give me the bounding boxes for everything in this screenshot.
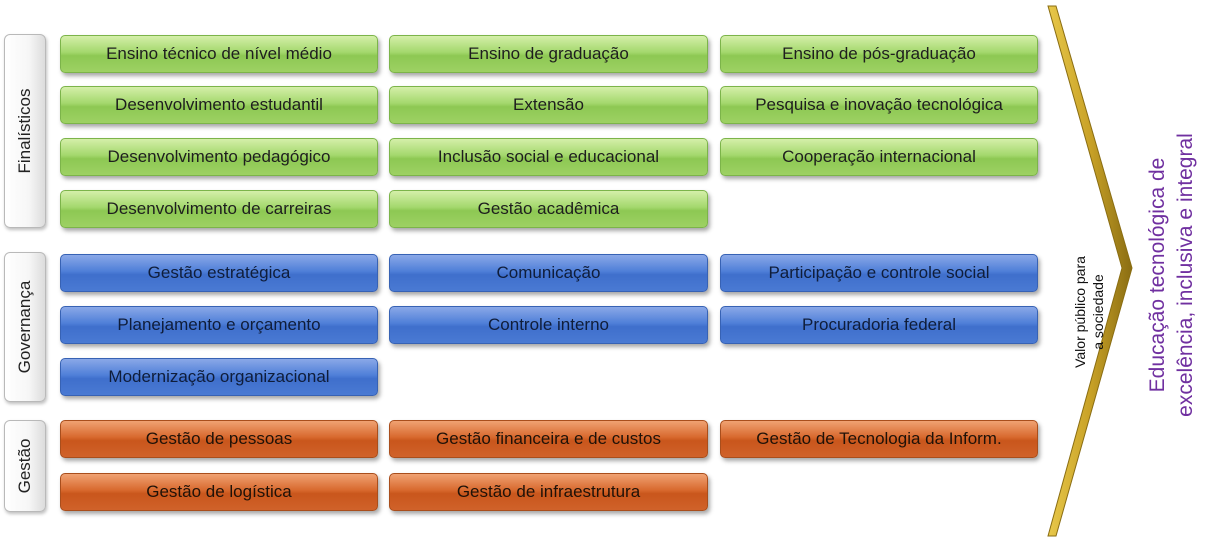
group-label-governanca: Governança <box>4 252 46 402</box>
chevron-arrow-icon <box>1047 5 1133 537</box>
process-box-extensao: Extensão <box>389 86 708 124</box>
process-box-gestao-ti: Gestão de Tecnologia da Inform. <box>720 420 1038 458</box>
process-box-ensino-pos-graduacao: Ensino de pós-graduação <box>720 35 1038 73</box>
valor-publico-line2: a sociedade <box>1090 274 1106 350</box>
process-box-pesquisa-inovacao: Pesquisa e inovação tecnológica <box>720 86 1038 124</box>
group-label-gestao: Gestão <box>4 420 46 512</box>
outcome-label: Educação tecnológica de excelência, incl… <box>1140 95 1204 455</box>
process-box-desenvolvimento-estudantil: Desenvolvimento estudantil <box>60 86 378 124</box>
group-label-gestao-text: Gestão <box>15 438 34 494</box>
process-box-procuradoria-federal: Procuradoria federal <box>720 306 1038 344</box>
outcome-line1: Educação tecnológica de <box>1146 157 1169 393</box>
outcome-line2: excelência, inclusiva e integral <box>1174 133 1197 417</box>
process-box-gestao-financeira: Gestão financeira e de custos <box>389 420 708 458</box>
process-box-cooperacao-internacional: Cooperação internacional <box>720 138 1038 176</box>
process-box-desenvolvimento-carreiras: Desenvolvimento de carreiras <box>60 190 378 228</box>
process-box-planejamento-orcamento: Planejamento e orçamento <box>60 306 378 344</box>
process-box-comunicacao: Comunicação <box>389 254 708 292</box>
process-box-desenvolvimento-pedagogico: Desenvolvimento pedagógico <box>60 138 378 176</box>
valor-publico-label: Valor público para a sociedade <box>1072 192 1106 432</box>
process-box-gestao-pessoas: Gestão de pessoas <box>60 420 378 458</box>
process-box-participacao-controle-social: Participação e controle social <box>720 254 1038 292</box>
process-box-ensino-tecnico: Ensino técnico de nível médio <box>60 35 378 73</box>
process-box-ensino-graduacao: Ensino de graduação <box>389 35 708 73</box>
process-box-gestao-academica: Gestão acadêmica <box>389 190 708 228</box>
group-label-governanca-text: Governança <box>15 280 34 374</box>
process-box-modernizacao-organizacional: Modernização organizacional <box>60 358 378 396</box>
group-label-finalisticos: Finalísticos <box>4 34 46 228</box>
valor-publico-line1: Valor público para <box>1072 256 1088 368</box>
group-label-finalisticos-text: Finalísticos <box>15 88 34 174</box>
process-box-controle-interno: Controle interno <box>389 306 708 344</box>
process-box-gestao-infraestrutura: Gestão de infraestrutura <box>389 473 708 511</box>
process-box-gestao-estrategica: Gestão estratégica <box>60 254 378 292</box>
process-box-gestao-logistica: Gestão de logística <box>60 473 378 511</box>
process-box-inclusao-social: Inclusão social e educacional <box>389 138 708 176</box>
